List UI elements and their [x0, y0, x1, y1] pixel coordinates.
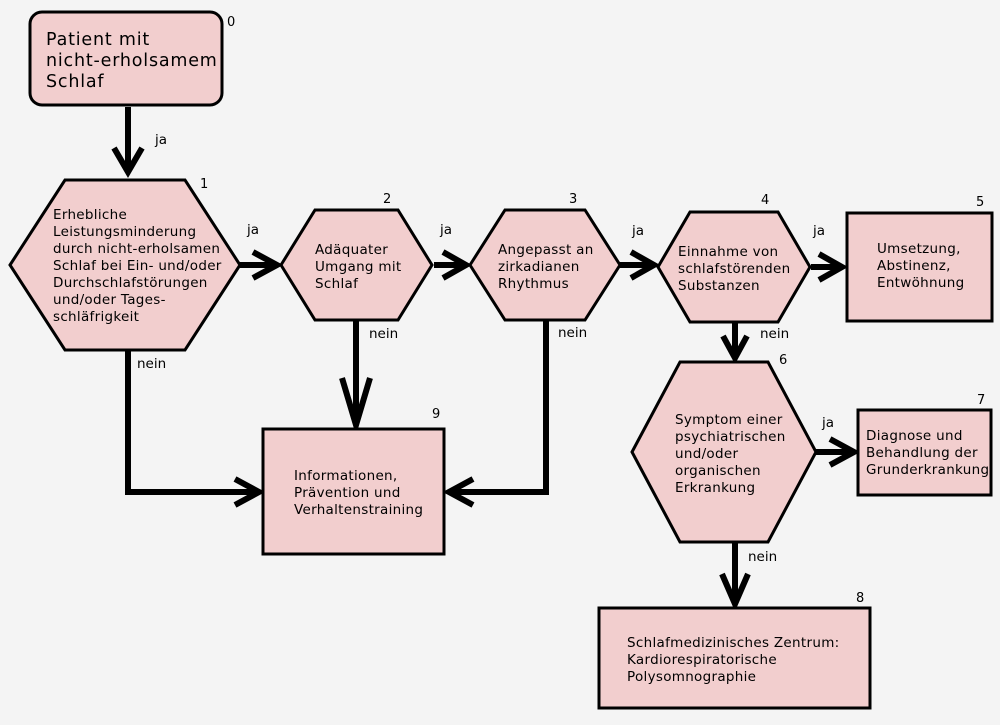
node-6-label: Symptom einer psychiatrischen und/oder o…	[675, 412, 790, 496]
edge-3-9-line	[449, 320, 549, 495]
edge-1-9-label: nein	[137, 356, 166, 372]
edge-6-8-label: nein	[748, 549, 777, 565]
edge-6-7-label: ja	[821, 415, 834, 431]
edge-4-5-label: ja	[812, 223, 825, 239]
node-1-number: 1	[200, 177, 208, 192]
edge-1-2-arrowhead	[251, 249, 284, 281]
node-4-label: Einnahme von schlafstörenden Substanzen	[678, 244, 795, 294]
edge-4-5-arrowhead	[817, 251, 849, 283]
node-2-label: Adäquater Umgang mit Schlaf	[315, 242, 406, 292]
node-1-hexagon	[8, 178, 242, 352]
node-3-label: Angepasst an zirkadianen Rhythmus	[498, 242, 598, 292]
edge-2-3-label: ja	[439, 222, 452, 238]
node-2-number: 2	[383, 192, 391, 207]
node-7-box	[856, 408, 993, 497]
edge-2-9-label: nein	[369, 326, 398, 342]
node-0-number: 0	[227, 15, 235, 30]
node-9-box	[261, 427, 446, 556]
edge-4-6-label: nein	[760, 326, 789, 342]
edge-4-6-arrowhead	[720, 334, 750, 365]
node-7-number: 7	[977, 393, 985, 408]
edge-3-4-label: ja	[631, 223, 644, 239]
edge-2-3-arrowhead	[441, 249, 473, 281]
node-0-label: Patient mit nicht-erholsamem Schlaf	[46, 30, 224, 92]
node-0-box	[28, 10, 224, 107]
node-5-box	[845, 211, 994, 323]
node-texts: Patient mit nicht-erholsamem Schlaf Erhe…	[46, 30, 989, 685]
edge-0-1-arrowhead	[111, 146, 145, 178]
node-8-number: 8	[856, 591, 864, 606]
node-3-number: 3	[569, 192, 577, 207]
node-4-hexagon	[656, 210, 812, 324]
connectors	[111, 107, 861, 612]
edge-labels: ja ja ja ja ja ja nein nein nein nein ne…	[137, 132, 834, 565]
edge-0-1-label: ja	[154, 132, 167, 148]
node-2-hexagon	[279, 208, 434, 322]
node-3-hexagon	[468, 208, 622, 322]
edge-1-2-label: ja	[246, 222, 259, 238]
node-6-number: 6	[779, 353, 787, 368]
edge-1-9-arrowhead	[233, 476, 266, 508]
edge-3-9-label: nein	[558, 325, 587, 341]
edge-3-4-arrowhead	[629, 249, 661, 281]
node-8-box	[597, 606, 872, 710]
edge-6-8-arrowhead	[719, 572, 751, 612]
node-9-number: 9	[432, 407, 440, 422]
node-5-label: Umsetzung, Abstinenz, Entwöhnung	[877, 241, 965, 291]
edge-1-9-line	[125, 350, 259, 495]
node-1-label: Erhebliche Leistungsminderung durch nich…	[53, 207, 226, 325]
node-numbers: 0 1 2 3 4 5 6 7 8 9	[200, 15, 985, 606]
node-9-label: Informationen, Prävention und Verhaltens…	[294, 468, 423, 518]
node-5-number: 5	[976, 195, 984, 210]
node-7-label: Diagnose und Behandlung der Grunderkrank…	[866, 428, 989, 478]
node-8-label: Schlafmedizinisches Zentrum: Kardiorespi…	[627, 635, 844, 685]
edge-2-9-arrowhead	[339, 377, 373, 436]
edge-6-7-arrowhead	[828, 436, 861, 468]
shapes	[8, 10, 994, 710]
edge-3-9-arrowhead	[442, 476, 475, 508]
node-4-number: 4	[761, 193, 769, 208]
node-6-hexagon	[630, 360, 818, 544]
